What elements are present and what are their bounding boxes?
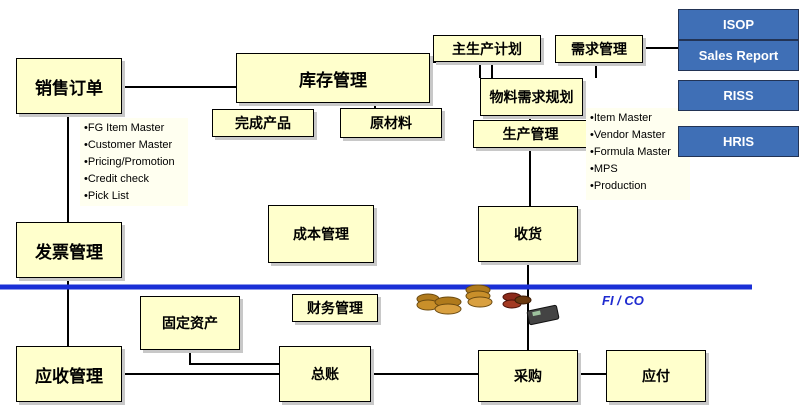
raw-materials-box: 原材料 (340, 108, 442, 138)
sales-note-item: •Credit check (84, 173, 149, 185)
coin-stacks-and-calculator-icon (416, 284, 560, 326)
accounts-receivable-box: 应收管理 (16, 346, 122, 402)
riss-system: RISS (678, 80, 799, 111)
finance-management-box: 财务管理 (292, 294, 378, 322)
production-note-item: •Formula Master (590, 146, 671, 158)
master-production-plan-box: 主生产计划 (433, 35, 541, 62)
connector-fixed-assets-ledger (189, 350, 279, 365)
inventory-box: 库存管理 (236, 53, 430, 103)
sales-note-item: •Customer Master (84, 139, 173, 151)
sales-report-system: Sales Report (678, 40, 799, 71)
invoice-management-box: 发票管理 (16, 222, 122, 278)
mrp-box: 物料需求规划 (480, 78, 583, 116)
production-notes: •Item Master •Vendor Master •Formula Mas… (586, 108, 690, 200)
demand-management-box: 需求管理 (555, 35, 643, 63)
cost-management-box: 成本管理 (268, 205, 374, 263)
production-note-item: •Vendor Master (590, 129, 666, 141)
sales-note-item: •Pricing/Promotion (84, 156, 175, 168)
hris-system: HRIS (678, 126, 799, 157)
purchasing-box: 采购 (478, 350, 578, 402)
production-note-item: •Production (590, 180, 647, 192)
sales-note-item: •FG Item Master (84, 122, 165, 134)
fico-label: FI / CO (602, 293, 644, 308)
production-note-item: •MPS (590, 163, 618, 175)
sales-order-box: 销售订单 (16, 58, 122, 114)
accounts-payable-box: 应付 (606, 350, 706, 402)
general-ledger-box: 总账 (279, 346, 371, 402)
sales-order-notes: •FG Item Master •Customer Master •Pricin… (80, 118, 188, 206)
finished-goods-box: 完成产品 (212, 109, 314, 137)
sales-note-item: •Pick List (84, 190, 129, 202)
connector-inventory-mrp (430, 61, 481, 78)
production-note-item: •Item Master (590, 112, 652, 124)
fixed-assets-box: 固定资产 (140, 296, 240, 350)
receiving-box: 收货 (478, 206, 578, 262)
production-management-box: 生产管理 (473, 120, 588, 148)
isop-system: ISOP (678, 9, 799, 40)
